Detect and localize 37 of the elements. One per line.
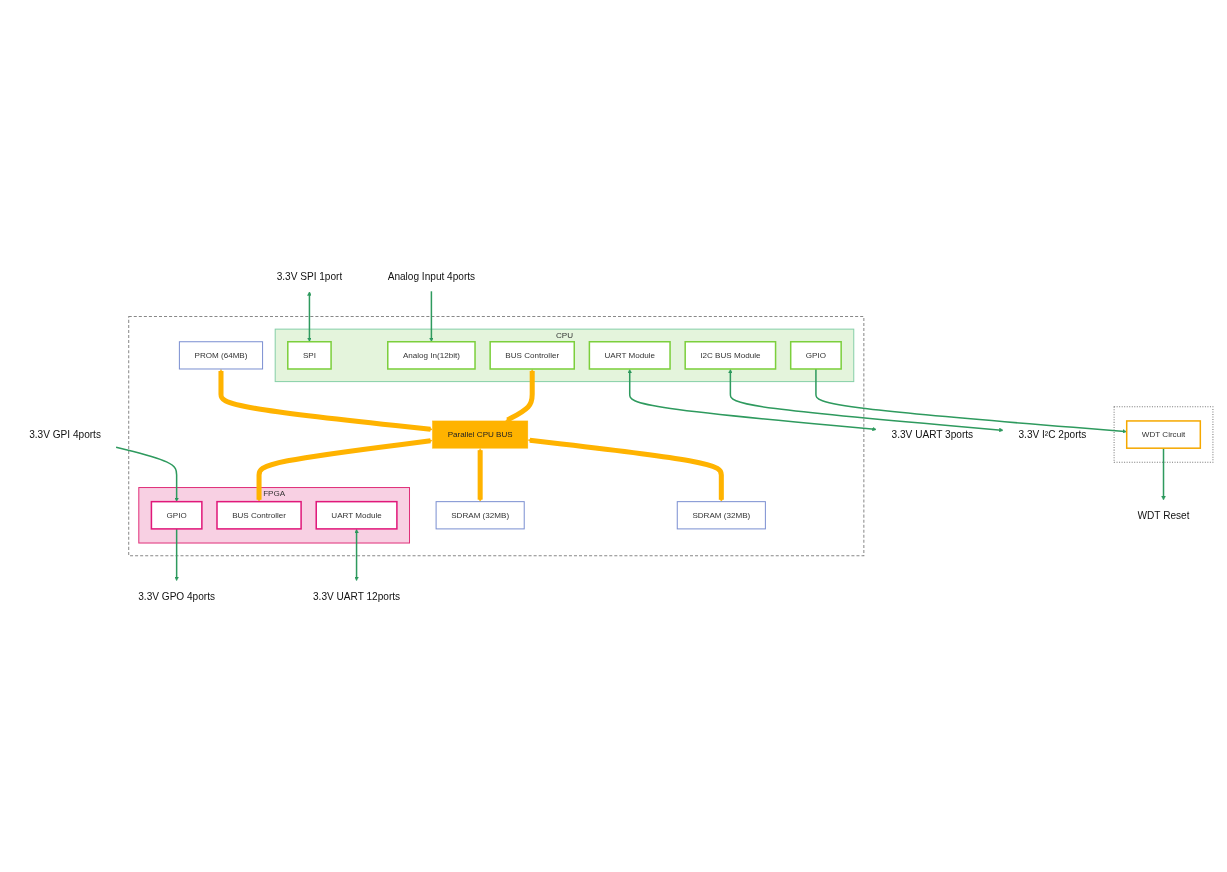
node-text: 3.3V SPI 1port — [276, 270, 343, 282]
node-box: Parallel CPU BUS — [432, 420, 529, 449]
node-box: BUS Controller — [489, 340, 575, 370]
node-text: Analog Input 4ports — [387, 270, 476, 282]
node-box: I2C BUS Module — [684, 340, 777, 370]
node-box: SDRAM (32MB) — [435, 501, 525, 530]
arrow — [354, 528, 359, 581]
node-text: 3.3V GPO 4ports — [138, 590, 216, 602]
node-box: UART Module — [588, 340, 671, 370]
arrow — [815, 368, 1127, 434]
arrow — [115, 446, 179, 502]
node-text: 3.3V UART 3ports — [891, 428, 974, 441]
node-text: WDT Reset — [1137, 509, 1190, 521]
arrow — [728, 368, 1004, 433]
arrow — [218, 368, 433, 432]
node-box: SPI — [287, 340, 332, 370]
arrow — [627, 368, 877, 432]
arrow — [256, 438, 433, 502]
cluster — [128, 315, 865, 557]
node-text: 3.3V GPI 4ports — [29, 428, 101, 441]
node-text: 3.3V I²C 2ports — [1018, 428, 1087, 441]
arrow — [174, 528, 179, 581]
arrow — [527, 437, 724, 502]
node-box: PROM (64MB) — [178, 341, 264, 370]
node-box: BUS Controller — [216, 500, 302, 530]
node-box: WDT Circuit — [1125, 420, 1202, 449]
node-box: UART Module — [315, 500, 398, 530]
arrow — [1161, 447, 1166, 501]
node-box: Analog In(12bit) — [387, 340, 476, 370]
node-box: SDRAM (32MB) — [676, 501, 766, 530]
node-box: GPIO — [150, 500, 203, 530]
node-text: 3.3V UART 12ports — [313, 590, 401, 602]
arrow — [429, 290, 434, 342]
cluster — [1113, 406, 1214, 463]
arrow — [307, 291, 312, 342]
node-box: GPIO — [789, 340, 842, 370]
arrow — [477, 448, 483, 502]
